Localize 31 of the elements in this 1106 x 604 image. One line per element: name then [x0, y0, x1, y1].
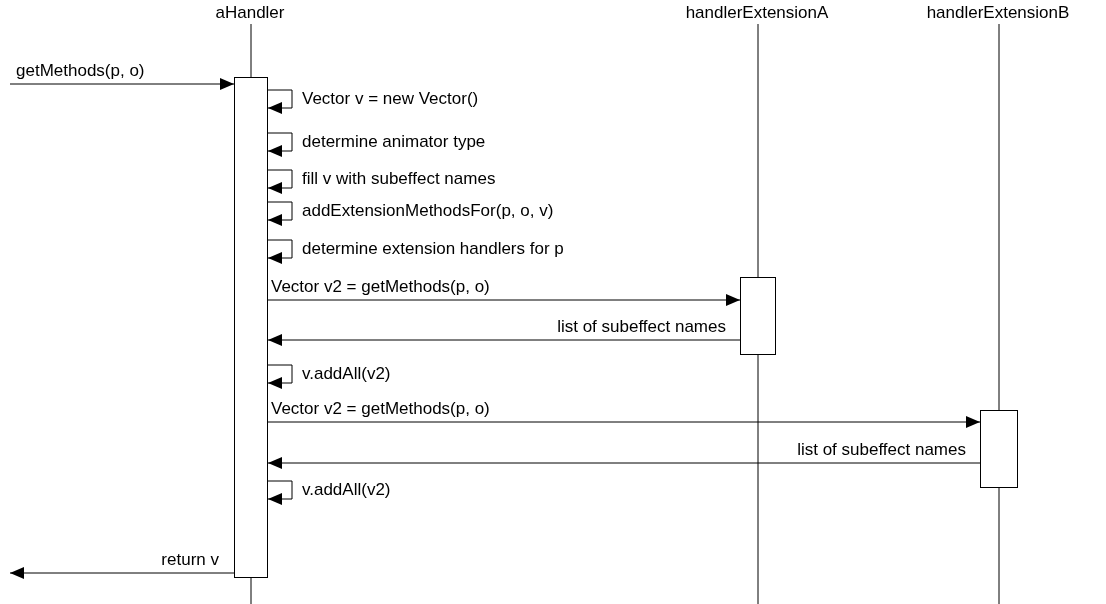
arrow	[9, 78, 235, 90]
edge-label: determine extension handlers for p	[301, 239, 565, 259]
arrow	[267, 480, 293, 505]
edge-label: Vector v2 = getMethods(p, o)	[270, 277, 491, 297]
lifeline-name: handlerExtensionB	[918, 2, 1078, 24]
arrow	[267, 457, 981, 469]
arrow	[267, 239, 293, 264]
arrow	[267, 334, 741, 346]
arrow	[267, 132, 293, 157]
edge-label: Vector v2 = getMethods(p, o)	[270, 399, 491, 419]
edge-label: determine animator type	[301, 132, 487, 152]
arrow	[267, 364, 293, 389]
edge-label: addExtensionMethodsFor(p, o, v)	[301, 201, 555, 221]
lifeline-name: aHandler	[190, 2, 310, 24]
arrow	[267, 89, 293, 114]
lifeline-name: handlerExtensionA	[677, 2, 837, 24]
activation-bar	[234, 77, 268, 578]
arrow	[267, 201, 293, 226]
arrow	[267, 416, 981, 428]
lifeline	[250, 23, 252, 78]
arrow	[267, 294, 741, 306]
edge-label: v.addAll(v2)	[301, 364, 392, 384]
edge-label: getMethods(p, o)	[15, 61, 146, 81]
activation-bar	[980, 410, 1018, 488]
lifeline	[757, 23, 759, 278]
edge-label: v.addAll(v2)	[301, 480, 392, 500]
activation-bar	[740, 277, 776, 355]
arrow	[9, 567, 235, 579]
arrow	[267, 169, 293, 194]
edge-label: Vector v = new Vector()	[301, 89, 480, 109]
lifeline	[998, 23, 1000, 411]
